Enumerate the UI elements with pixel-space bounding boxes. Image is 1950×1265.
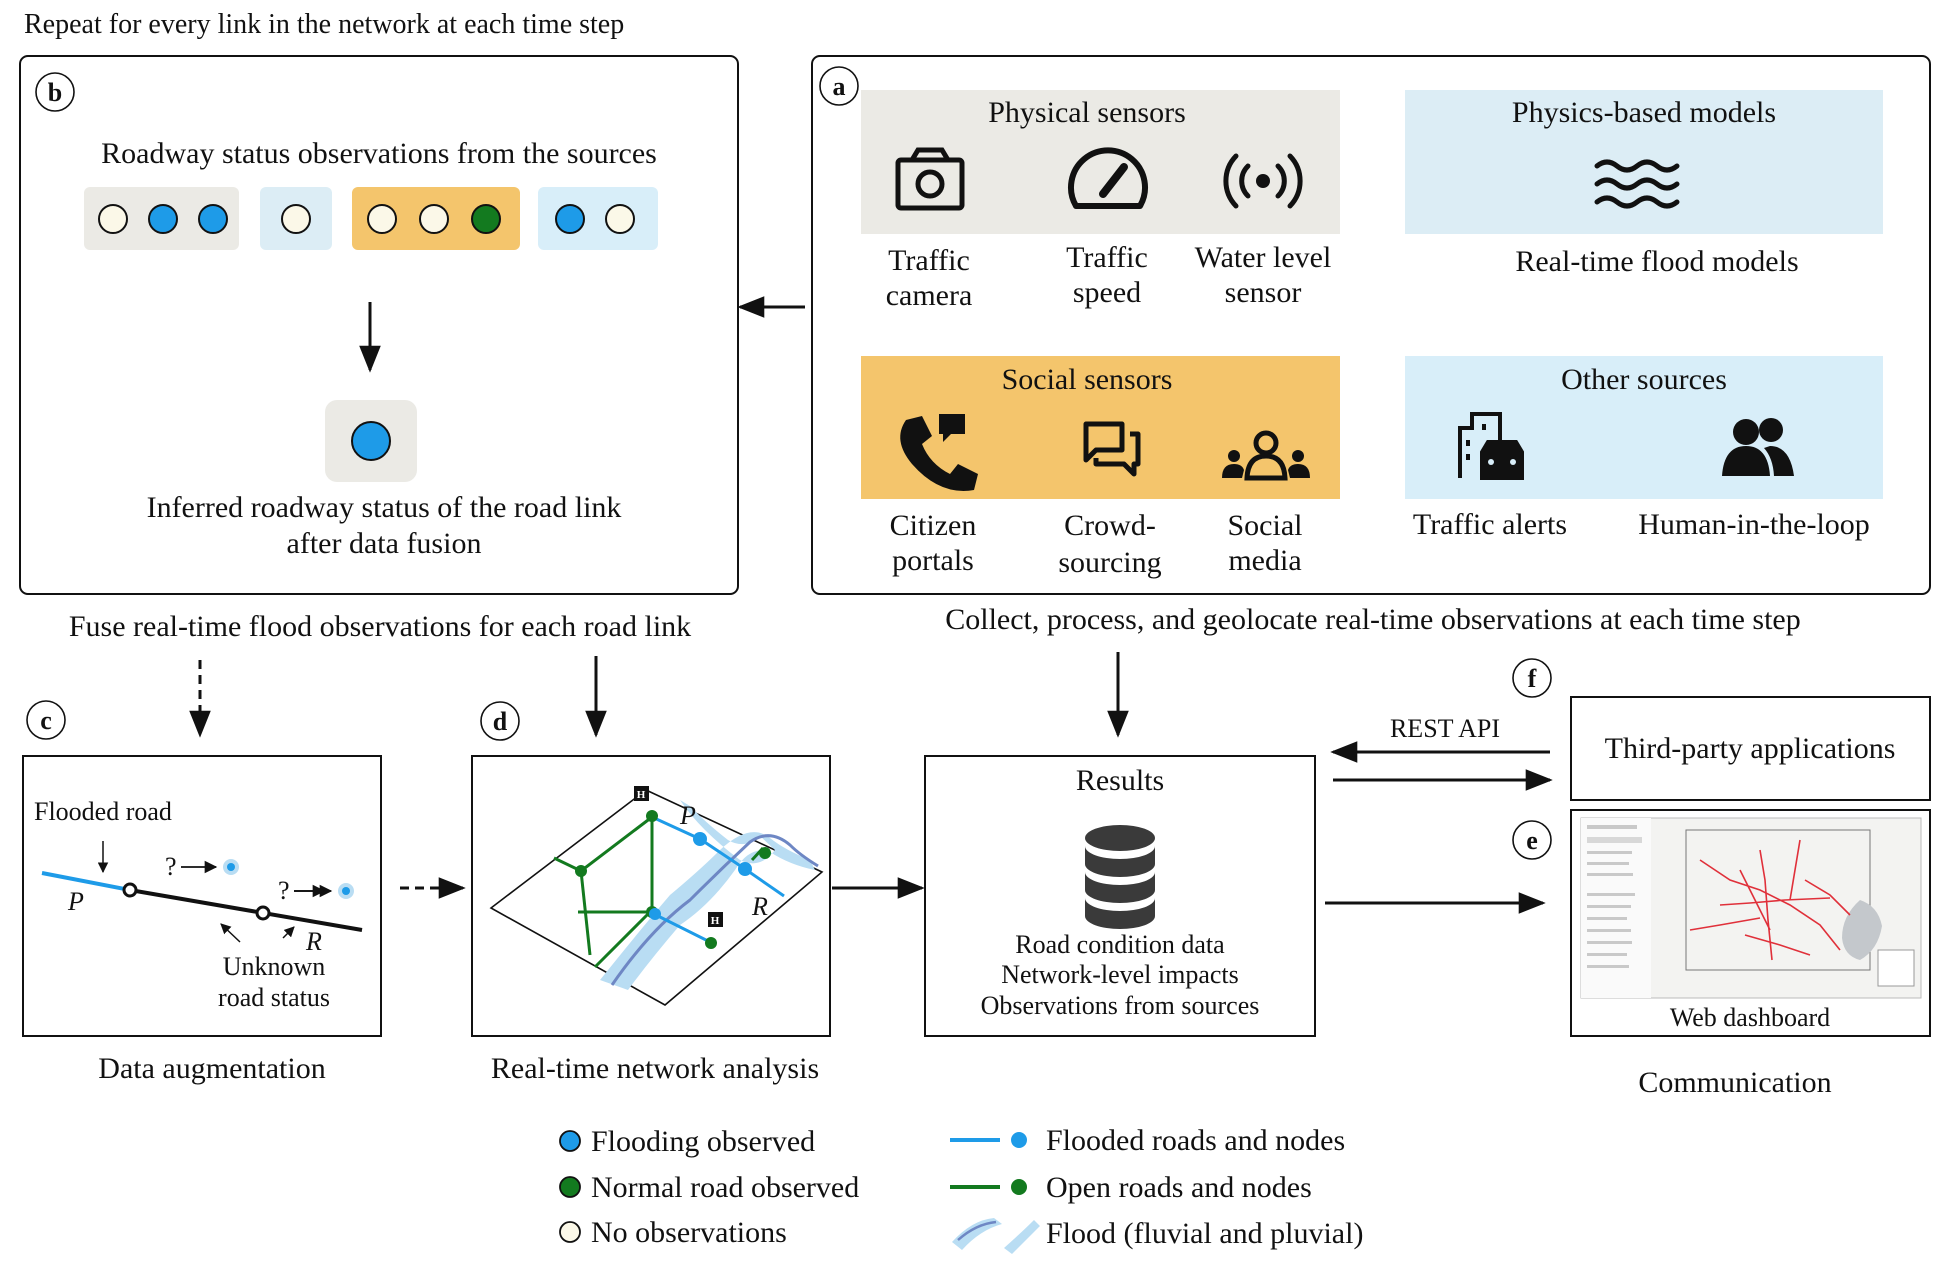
physics-models-label: Real-time flood models (1515, 245, 1798, 278)
social-item-1-line1: Citizen (890, 509, 977, 542)
users-icon (1722, 418, 1794, 476)
social-item-3-line1: Social (1228, 509, 1303, 542)
other-item-1-label: Traffic alerts (1413, 508, 1567, 541)
physical-item-3-line1: Water level (1195, 241, 1332, 274)
results-line-2: Network-level impacts (1001, 960, 1239, 989)
speedometer-icon (1068, 147, 1148, 209)
panel-label-c: c (40, 706, 52, 735)
physical-item-2-line2: speed (1073, 276, 1141, 309)
legend-normal-observed: Normal road observed (591, 1171, 859, 1204)
caption-top: Repeat for every link in the network at … (24, 9, 624, 40)
panel-d-h2: H (711, 915, 720, 927)
sensor-icon (1223, 153, 1303, 209)
panel-label-f: f (1528, 664, 1537, 693)
panel-b: b Roadway status observations from the s… (19, 55, 739, 595)
flood-area (600, 800, 815, 990)
legend-open-roads: Open roads and nodes (1046, 1171, 1312, 1204)
inferred-line1: Inferred roadway status of the road link (147, 491, 622, 524)
physical-item-1-line1: Traffic (888, 244, 970, 277)
camera-icon (895, 147, 965, 211)
legend-no-observations: No observations (591, 1216, 787, 1249)
panel-a: a Physical sensors Traffic camera Traffi… (811, 55, 1931, 595)
social-item-2-line2: sourcing (1058, 546, 1161, 579)
flooded-road-label: Flooded road (34, 797, 172, 826)
panel-label-b: b (48, 78, 62, 107)
inferred-status-dot (351, 421, 391, 461)
social-sensors-title: Social sensors (1002, 363, 1173, 396)
database-icon (1085, 825, 1155, 929)
building-car-icon (1458, 412, 1524, 480)
physics-models-title: Physics-based models (1512, 96, 1776, 129)
flooded-road-segment (41, 871, 131, 892)
results-line-1: Road condition data (1015, 930, 1225, 959)
unknown-line1: Unknown (223, 952, 326, 981)
panel-d: d H H P R (471, 701, 831, 1037)
web-dashboard (1570, 809, 1931, 1037)
results-line-3: Observations from sources (981, 991, 1260, 1020)
results-box: Results Road condition data Network-leve… (924, 755, 1316, 1037)
unknown-line2: road status (218, 983, 330, 1012)
legend-flood: Flood (fluvial and pluvial) (1046, 1217, 1363, 1250)
third-party-box (1570, 696, 1931, 801)
caption-collect: Collect, process, and geolocate real-tim… (945, 603, 1801, 636)
waves-icon (1594, 159, 1680, 209)
panel-label-e: e (1526, 826, 1538, 855)
other-sources-title: Other sources (1561, 363, 1727, 396)
results-title: Results (1076, 764, 1164, 797)
panel-d-p: P (679, 801, 696, 830)
caption-fuse: Fuse real-time flood observations for ea… (69, 610, 691, 643)
panel-c-q2: ? (278, 876, 290, 905)
physical-sensors-title: Physical sensors (988, 96, 1186, 129)
chat-icon (1083, 421, 1141, 477)
web-dashboard-label: Web dashboard (1670, 1003, 1830, 1032)
panel-c: c Flooded road P R ? ? Unknown road stat… (22, 700, 382, 1037)
social-item-2-line1: Crowd- (1064, 509, 1156, 542)
people-group-icon (1222, 430, 1310, 481)
panel-d-r: R (751, 892, 768, 921)
panel-c-r: R (305, 927, 322, 956)
physical-item-1-line2: camera (886, 279, 973, 312)
third-party-label: Third-party applications (1605, 732, 1896, 765)
panel-label-d: d (493, 707, 508, 736)
other-item-2-label: Human-in-the-loop (1638, 508, 1870, 541)
panel-label-a: a (833, 72, 846, 101)
caption-augmentation: Data augmentation (98, 1052, 325, 1085)
physical-item-2-line1: Traffic (1066, 241, 1148, 274)
panel-c-q1: ? (165, 852, 177, 881)
social-item-1-line2: portals (892, 544, 974, 577)
physical-item-3-line2: sensor (1225, 276, 1302, 309)
observation-boxes (84, 187, 658, 250)
panel-d-h1: H (637, 789, 646, 801)
unknown-road-segment (129, 888, 363, 932)
social-item-3-line2: media (1228, 544, 1301, 577)
inferred-line2: after data fusion (287, 527, 482, 560)
caption-network: Real-time network analysis (491, 1052, 819, 1085)
legend-flood-swatch (952, 1218, 1040, 1254)
rest-api-label: REST API (1390, 714, 1500, 743)
caption-communication: Communication (1638, 1066, 1831, 1099)
panel-b-title: Roadway status observations from the sou… (101, 137, 657, 170)
legend-flooded-roads: Flooded roads and nodes (1046, 1124, 1345, 1157)
phone-icon (900, 414, 978, 491)
panel-c-p: P (67, 887, 84, 916)
legend-flooding-observed: Flooding observed (591, 1125, 815, 1158)
legend: Flooding observed Normal road observed N… (559, 1124, 1363, 1254)
dashboard-lake (1842, 900, 1882, 960)
